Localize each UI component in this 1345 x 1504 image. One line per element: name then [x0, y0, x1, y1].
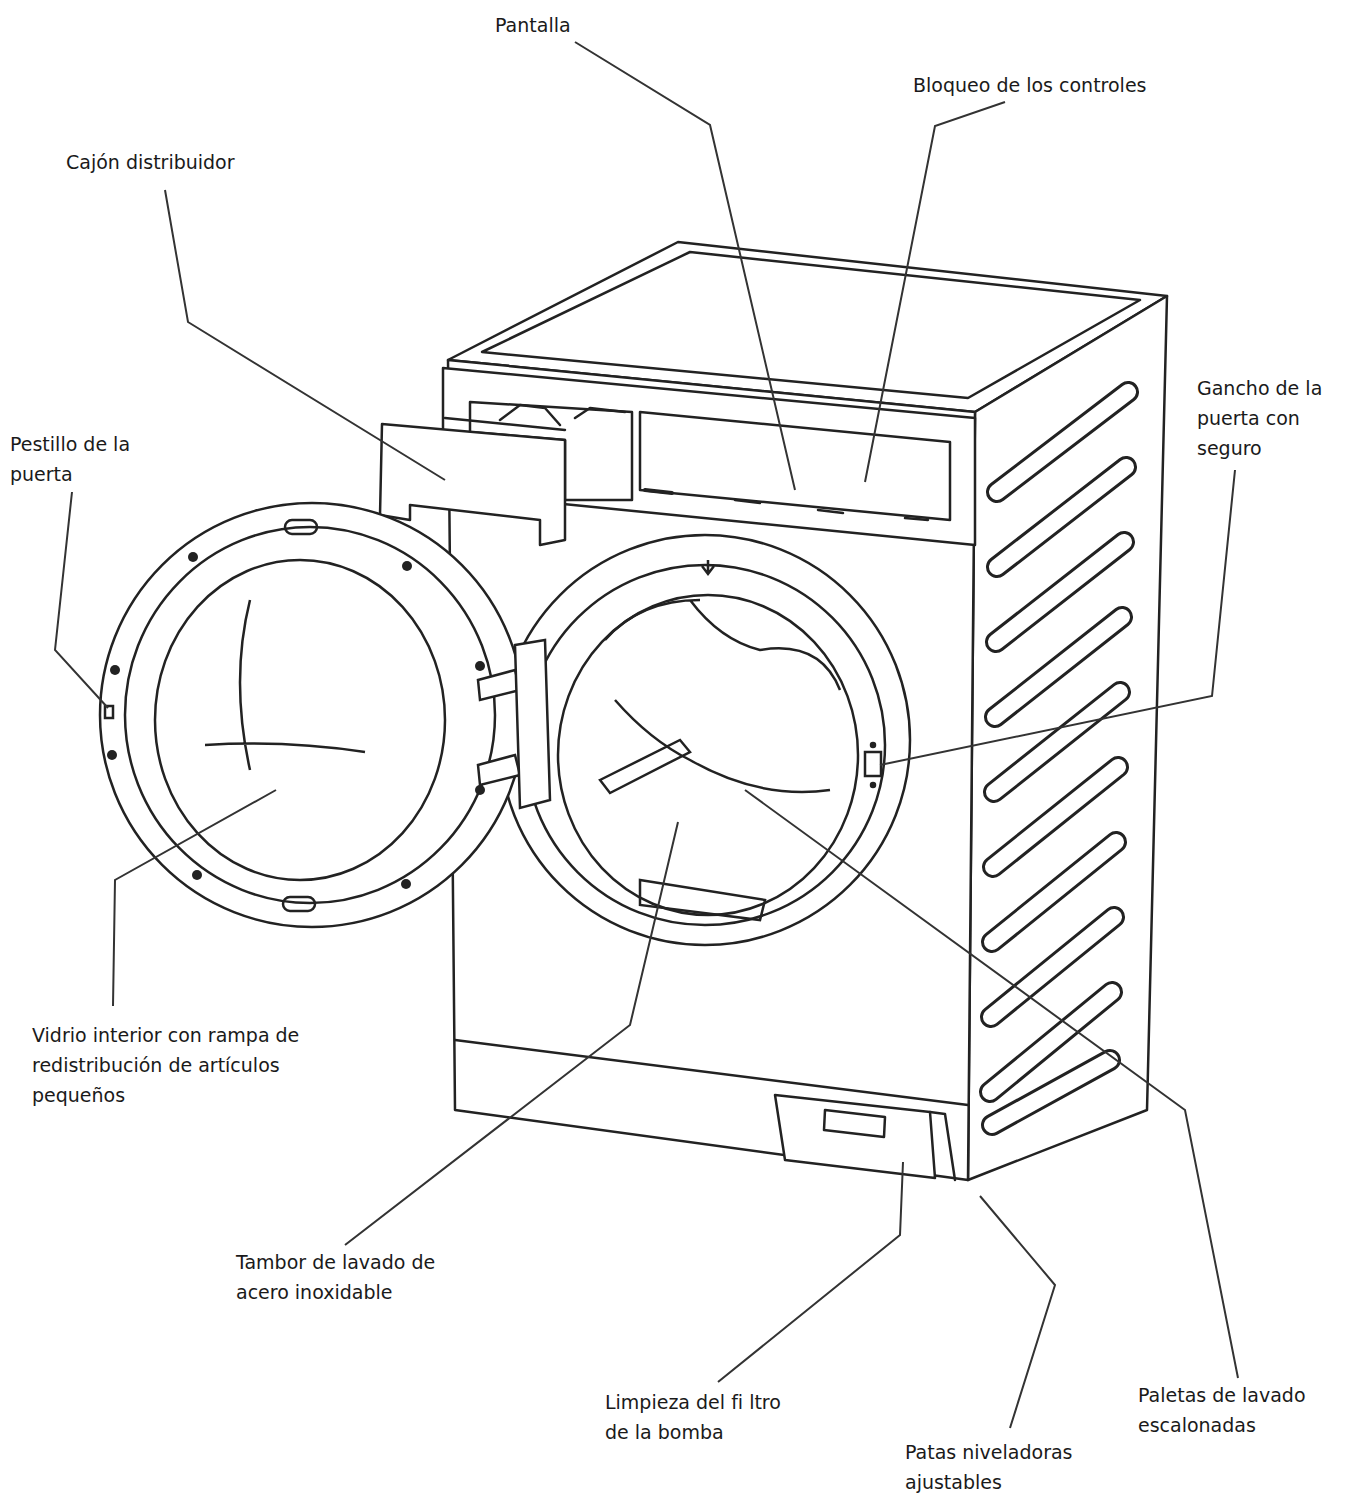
part-label: Pantalla — [495, 10, 635, 40]
leader-lines — [55, 42, 1238, 1428]
panel-mark — [818, 510, 843, 513]
door-frame — [100, 503, 524, 927]
hinge-arm — [478, 670, 520, 785]
leader-line — [165, 190, 445, 480]
foot-edge — [930, 1112, 955, 1180]
screw — [475, 785, 485, 795]
panel-mark — [645, 490, 672, 493]
filter-handle — [824, 1110, 885, 1137]
porthole-ring — [500, 535, 910, 945]
leader-line — [980, 1196, 1055, 1428]
door-tab — [283, 897, 315, 911]
vent-slot — [992, 1060, 1110, 1125]
door-screws — [107, 552, 485, 889]
screw — [402, 561, 412, 571]
part-label: Pestillo de la puerta — [10, 429, 170, 489]
drum-detail — [600, 600, 840, 920]
glass-ramp — [205, 600, 365, 770]
side-vents — [990, 392, 1128, 1125]
leader-line — [113, 790, 276, 1006]
part-label: Paletas de lavado escalonadas — [1138, 1380, 1338, 1440]
filter-flap — [775, 1095, 935, 1178]
leader-line — [718, 1162, 903, 1382]
vent-slot — [992, 1060, 1110, 1125]
door-glass — [155, 560, 445, 880]
side-face — [968, 296, 1167, 1180]
panel-mark — [905, 518, 928, 520]
screw — [401, 879, 411, 889]
part-label: Vidrio interior con rampa de redistribuc… — [32, 1020, 352, 1110]
screw — [107, 750, 117, 760]
kick-line — [455, 1040, 968, 1105]
door-hook — [865, 752, 881, 776]
display-panel — [640, 412, 950, 520]
leader-line — [575, 42, 795, 490]
panel-mark — [735, 500, 760, 503]
drawer-edge — [445, 418, 565, 430]
leader-line — [345, 822, 678, 1245]
part-label: Bloqueo de los controles — [913, 70, 1213, 100]
screw — [192, 870, 202, 880]
door-latch — [105, 706, 113, 718]
leader-line — [880, 470, 1235, 765]
door-symbol — [702, 560, 714, 574]
screw — [475, 661, 485, 671]
screw — [188, 552, 198, 562]
part-label: Cajón distribuidor — [66, 147, 326, 177]
door-ring — [125, 527, 495, 903]
door-tab — [285, 520, 317, 534]
hinge-plate — [515, 640, 550, 808]
part-label: Patas niveladoras ajustables — [905, 1437, 1105, 1497]
open-door — [100, 503, 550, 927]
leader-line — [865, 102, 1005, 482]
leader-line — [745, 790, 1238, 1378]
porthole-inner-ring — [525, 565, 885, 925]
part-label: Limpieza del fi ltro de la bomba — [605, 1387, 805, 1447]
part-label: Tambor de lavado de acero inoxidable — [236, 1247, 476, 1307]
hook-dot — [871, 743, 875, 747]
drum-opening — [558, 595, 858, 915]
door-opening — [500, 535, 910, 945]
leader-line — [55, 492, 108, 708]
hook-dot — [871, 783, 875, 787]
screw — [110, 665, 120, 675]
part-label: Gancho de la puerta con seguro — [1197, 373, 1327, 463]
drawer-compartment — [500, 405, 625, 425]
